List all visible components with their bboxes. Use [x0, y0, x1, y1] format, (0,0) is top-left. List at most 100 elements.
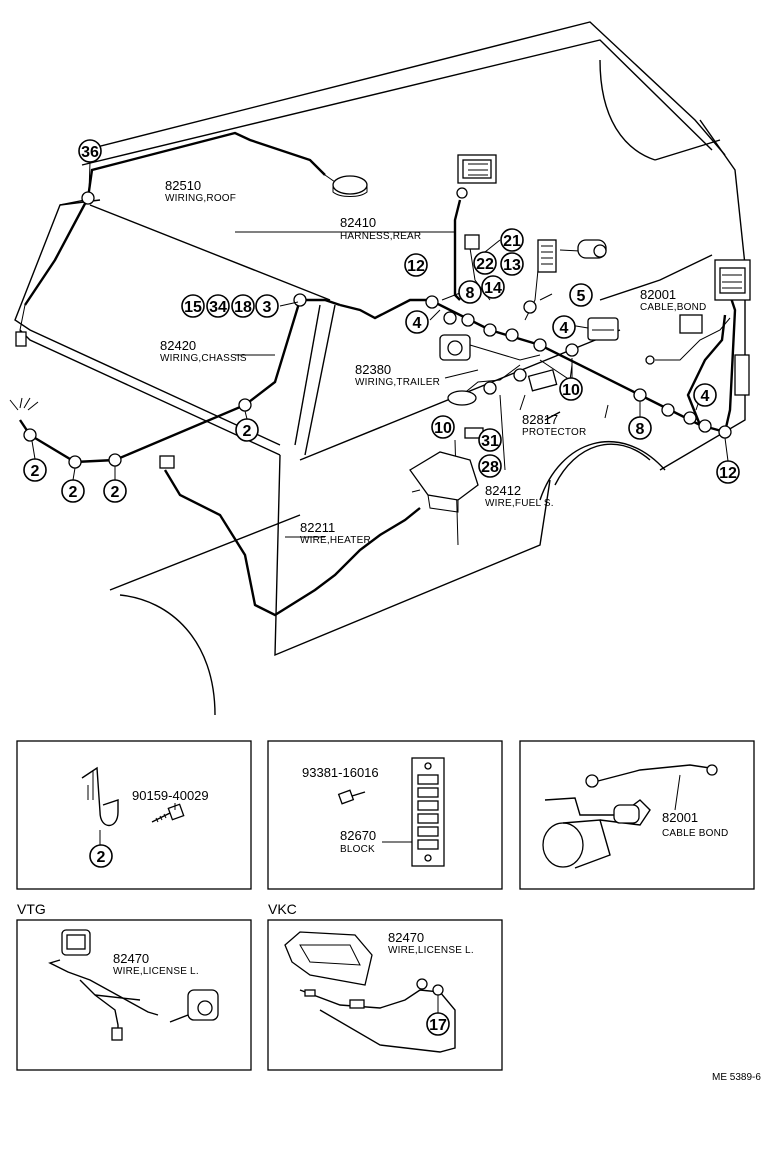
roof-grommet [332, 175, 368, 195]
callout-2-front-3: 2 [103, 479, 127, 503]
callout-4-left: 4 [405, 310, 429, 334]
callout-28: 28 [478, 454, 502, 478]
label-82420: 82420 WIRING,CHASSIS [160, 338, 247, 364]
svg-text:22: 22 [476, 256, 494, 273]
label-82412: 82412 WIRE,FUEL S. [485, 483, 554, 509]
side-marker-lamp [734, 354, 750, 396]
svg-text:2: 2 [243, 423, 252, 440]
part-number-82412: 82412 [485, 483, 521, 498]
svg-text:4: 4 [701, 388, 710, 405]
protector [527, 369, 558, 392]
clamp-bracket [81, 766, 119, 827]
label-82817: 82817 PROTECTOR [522, 412, 586, 438]
harness-junction-dots [23, 191, 732, 469]
part-name-82001-inset: CABLE BOND [662, 828, 728, 839]
callout-2-pillar: 2 [235, 418, 259, 442]
callout-4-mid: 4 [552, 315, 576, 339]
relay-component [577, 239, 607, 259]
svg-text:13: 13 [503, 257, 521, 274]
part-name-82410: HARNESS,REAR [340, 231, 421, 242]
fuel-sender [447, 390, 484, 439]
svg-text:12: 12 [719, 465, 737, 482]
connector-block-21 [537, 239, 557, 273]
callout-5: 5 [569, 283, 593, 307]
part-name-82412: WIRE,FUEL S. [485, 498, 554, 509]
callout-15: 15 [181, 294, 205, 318]
callout-12-top: 12 [404, 253, 428, 277]
part-name-82670: BLOCK [340, 844, 375, 855]
svg-text:10: 10 [562, 382, 580, 399]
callout-4-right: 4 [693, 383, 717, 407]
part-name-82470-vkc: WIRE,LICENSE L. [388, 945, 474, 956]
part-name-82420: WIRING,CHASSIS [160, 353, 247, 364]
block-screw [337, 789, 366, 805]
svg-text:2: 2 [31, 463, 40, 480]
svg-text:18: 18 [234, 299, 252, 316]
variant-label-vkc: VKC [268, 901, 297, 917]
part-number-82380: 82380 [355, 362, 391, 377]
heater-unit [409, 451, 479, 513]
part-number-82420: 82420 [160, 338, 196, 353]
part-name-82380: WIRING,TRAILER [355, 377, 440, 388]
part-number-82670: 82670 [340, 828, 376, 843]
callout-22: 22 [473, 251, 497, 275]
part-number-82470-vtg: 82470 [113, 951, 149, 966]
license-socket-vtg [169, 989, 219, 1023]
callout-13: 13 [500, 252, 524, 276]
svg-text:12: 12 [407, 258, 425, 275]
rear-lamp-right [714, 259, 751, 301]
svg-text:8: 8 [636, 421, 645, 438]
cable-bond-bracket [645, 314, 703, 365]
svg-text:10: 10 [434, 420, 452, 437]
component-sketches [15, 154, 751, 513]
callout-2-inset [89, 844, 113, 868]
heater-connector [159, 455, 175, 469]
variant-vtg: VTG 82470 WIRE,LICENSE L. [16, 901, 252, 1071]
callout-8-lower: 8 [628, 416, 652, 440]
callout-14: 14 [481, 275, 505, 299]
part-number-82410: 82410 [340, 215, 376, 230]
callout-36: 36 [78, 139, 102, 163]
variant-vkc: VKC 82470 WIRE,LICENSE L. 17 [267, 901, 503, 1071]
roof-connector-front [15, 331, 27, 347]
part-number-82211: 82211 [300, 520, 335, 535]
label-82410: 82410 HARNESS,REAR [340, 215, 421, 242]
svg-text:14: 14 [484, 280, 502, 297]
label-82211: 82211 WIRE,HEATER [300, 520, 371, 546]
callout-31: 31 [478, 428, 502, 452]
svg-text:36: 36 [81, 144, 99, 161]
callout-21: 21 [500, 228, 524, 252]
bracket-4 [587, 317, 619, 341]
svg-text:3: 3 [263, 299, 272, 316]
svg-text:28: 28 [481, 459, 499, 476]
part-name-82211: WIRE,HEATER [300, 535, 371, 546]
callout-8-upper: 8 [458, 280, 482, 304]
part-number-82001-inset: 82001 [662, 810, 698, 825]
svg-text:2: 2 [69, 484, 78, 501]
part-number-82470-vkc: 82470 [388, 930, 424, 945]
callout-10-left: 10 [431, 415, 455, 439]
svg-text:2: 2 [97, 849, 106, 866]
callout-18: 18 [231, 294, 255, 318]
part-name-82470-vtg: WIRE,LICENSE L. [113, 966, 199, 977]
vtg-wire [48, 959, 159, 1016]
cable-bond-wire [585, 764, 718, 788]
callout-2-front-1: 2 [23, 458, 47, 482]
svg-text:4: 4 [560, 320, 569, 337]
svg-text:5: 5 [577, 288, 586, 305]
callout-3: 3 [255, 294, 279, 318]
svg-text:4: 4 [413, 315, 422, 332]
license-lamp-vkc [284, 931, 373, 986]
part-number-93381-16016: 93381-16016 [302, 765, 379, 780]
starter-motor [542, 797, 651, 869]
inset-block: 93381-16016 82670 BLOCK [267, 740, 503, 890]
callout-2-front-2: 2 [61, 479, 85, 503]
callout-34: 34 [206, 294, 230, 318]
part-name-82510: WIRING,ROOF [165, 193, 236, 204]
trailer-socket [439, 334, 471, 361]
screw-90159 [151, 803, 185, 823]
svg-text:2: 2 [111, 484, 120, 501]
svg-text:15: 15 [184, 299, 202, 316]
label-82380: 82380 WIRING,TRAILER [355, 362, 440, 388]
